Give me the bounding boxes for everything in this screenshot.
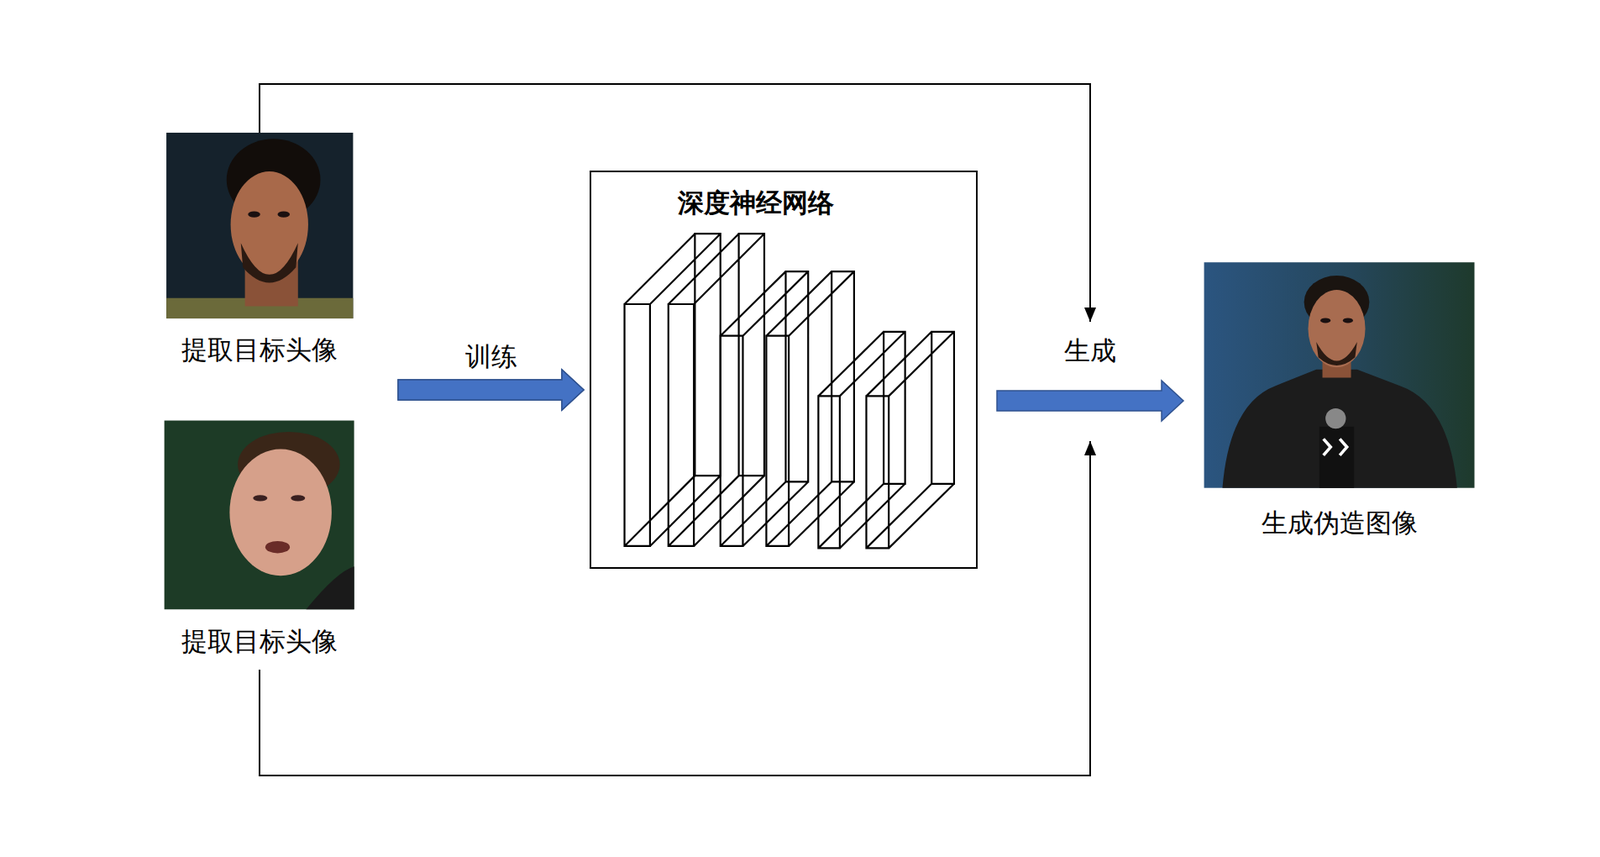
network-layers (624, 233, 955, 548)
photo-ground (166, 132, 353, 319)
box-title: 深度神经网络 (677, 187, 835, 218)
feed-line (259, 440, 1091, 776)
flow-arrow (398, 369, 584, 410)
photo-beard (1316, 341, 1358, 366)
layer-slab (818, 331, 905, 549)
edge-label: 训练 (462, 340, 520, 372)
photo-mic-head (1325, 408, 1346, 429)
photo-eye (247, 210, 261, 217)
photo-face (1308, 289, 1366, 368)
source-face-node: 提取目标头像 (166, 132, 353, 319)
photo-eye (252, 494, 268, 501)
photo-eye (1342, 317, 1354, 323)
layer-slab (720, 271, 808, 546)
layer-slab (668, 233, 765, 546)
photo-eye (277, 210, 290, 217)
feed-line (259, 83, 1091, 322)
photo-mouth (265, 540, 290, 554)
layer-slab (765, 271, 854, 546)
edge-label: 生成 (1061, 335, 1119, 366)
face-photo-b (164, 420, 355, 610)
photo-face (229, 449, 331, 577)
photo-ground (164, 420, 355, 610)
photo-caption: 提取目标头像 (181, 625, 338, 656)
output-image-node: 生成伪造图像 (1204, 262, 1475, 488)
photo-eye (290, 494, 305, 501)
flow-arrow (996, 380, 1184, 421)
photo-caption: 生成伪造图像 (1261, 507, 1418, 538)
output-photo (1204, 262, 1475, 488)
neural-network-box: 深度神经网络 (589, 170, 978, 569)
photo-shoulder (306, 566, 355, 609)
layer-slab (624, 233, 721, 546)
face-photo-a (166, 132, 353, 319)
source-face-node: 提取目标头像 (164, 420, 355, 609)
flow-arrow (398, 369, 584, 410)
photo-caption: 提取目标头像 (181, 334, 338, 365)
photo-beard (241, 242, 299, 283)
photo-face (230, 171, 309, 278)
photo-eye (1320, 317, 1331, 323)
layer-slab (865, 331, 954, 549)
photo-mic-logo (1323, 438, 1348, 455)
photo-jacket (1222, 369, 1457, 488)
photo-mic-flag (1319, 426, 1354, 488)
photo-ground (1204, 262, 1475, 488)
